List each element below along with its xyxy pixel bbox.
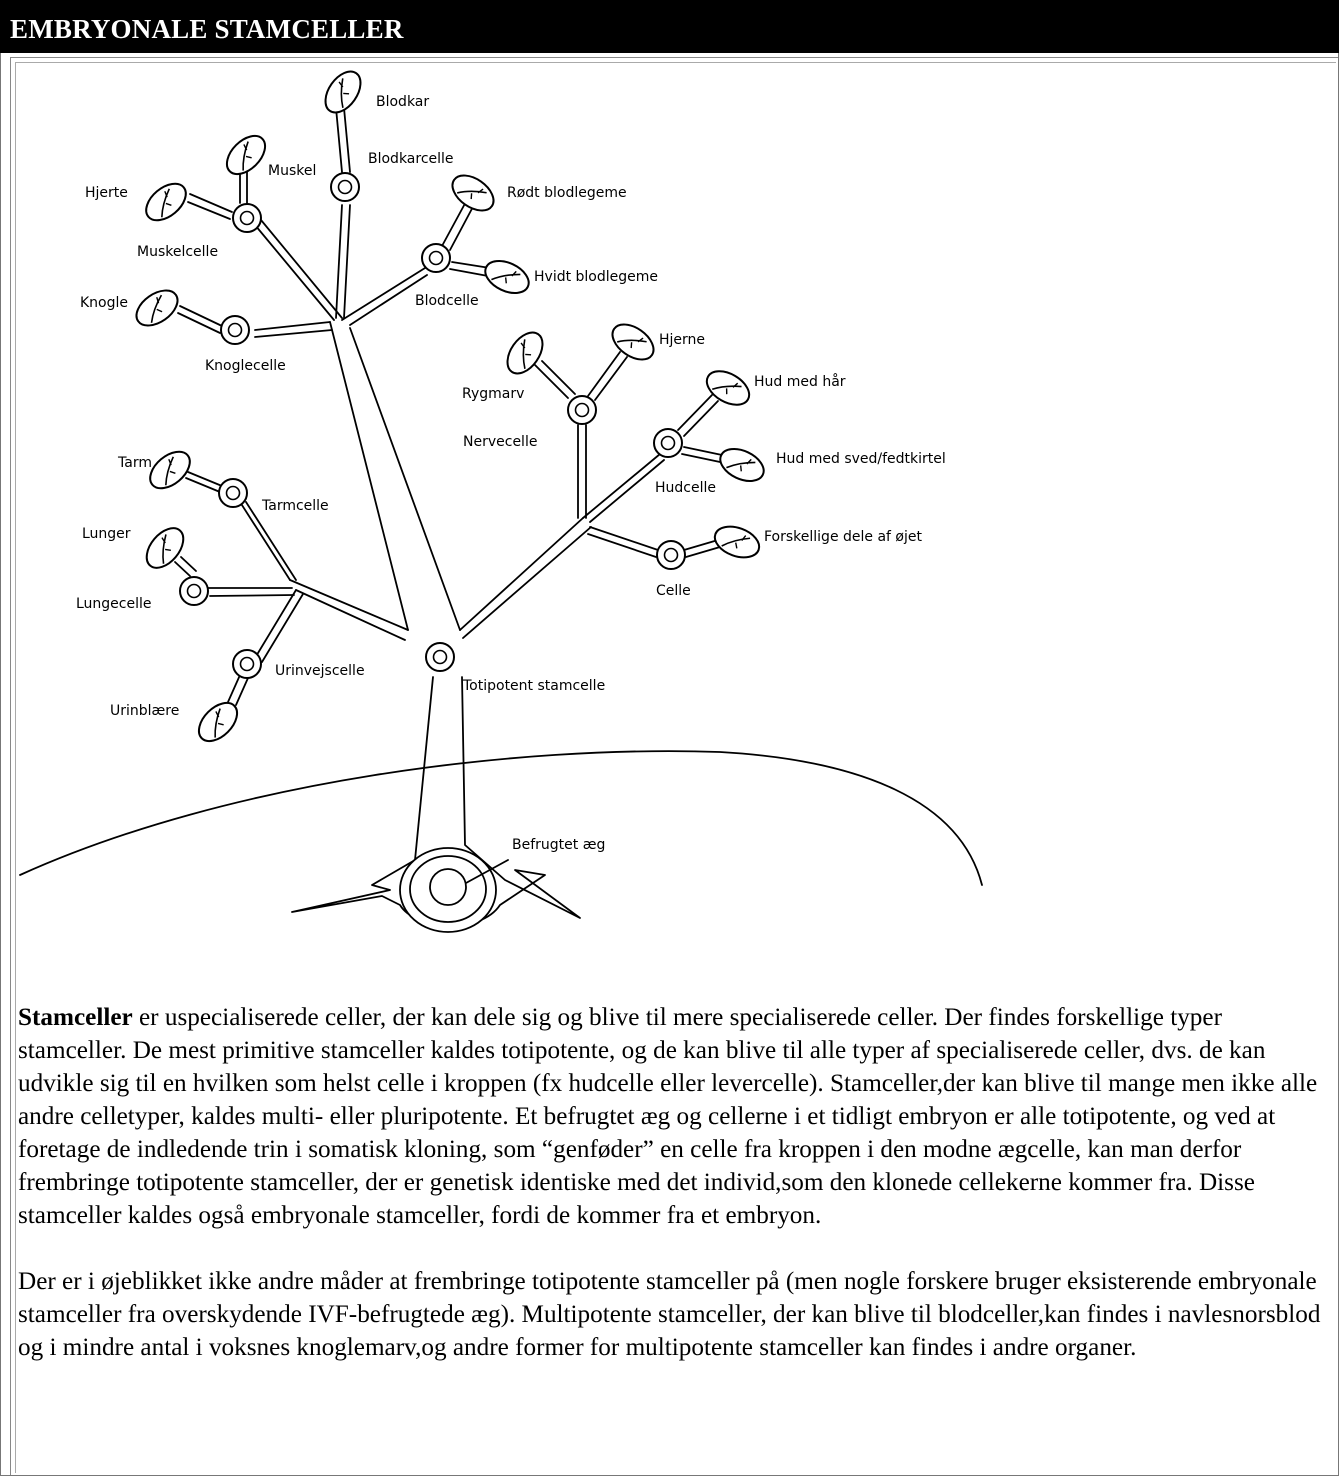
paragraph-1: Stamceller er uspecialiserede celler, de…: [18, 1001, 1336, 1232]
label-hjerte: Hjerte: [85, 185, 128, 201]
label-urinblaere: Urinblære: [110, 703, 179, 719]
fertilized-egg-outer: [399, 847, 497, 933]
cell-celle: [656, 540, 686, 570]
content-cell-border: [10, 57, 1338, 1475]
label-rodt-blodlegeme: Rødt blodlegeme: [507, 185, 627, 201]
ground-line: [19, 750, 983, 886]
cell-blodcelle: [421, 243, 451, 273]
cell-totipotent: [425, 642, 455, 672]
label-blodcelle: Blodcelle: [415, 293, 479, 309]
content-cell-inner-border: [15, 62, 1336, 1473]
article-body: Stamceller er uspecialiserede celler, de…: [18, 1001, 1336, 1364]
label-hud-med-sved: Hud med sved/fedtkirtel: [776, 451, 946, 467]
label-tarm: Tarm: [117, 455, 152, 471]
label-celle: Celle: [656, 583, 691, 599]
label-tarmcelle: Tarmcelle: [261, 498, 329, 514]
leaf-muskel: [218, 127, 274, 183]
label-rygmarv: Rygmarv: [462, 386, 524, 402]
label-befrugtet-aeg: Befrugtet æg: [512, 837, 605, 853]
label-hjerne: Hjerne: [659, 332, 705, 348]
cell-urinvejscelle: [232, 649, 262, 679]
paragraph-2: Der er i øjeblikket ikke andre måder at …: [18, 1268, 1321, 1361]
title-bar: EMBRYONALE STAMCELLER: [0, 0, 1339, 53]
paragraph-1-text: er uspecialiserede celler, der kan dele …: [18, 1004, 1318, 1229]
cell-nervecelle: [567, 395, 597, 425]
label-totipotent: Totipotent stamcelle: [462, 678, 605, 694]
label-blodkarcelle: Blodkarcelle: [368, 151, 454, 167]
leaf-blodkar: [317, 64, 369, 120]
leaf-hud-med-sved: [714, 441, 770, 489]
page-title: EMBRYONALE STAMCELLER: [10, 14, 404, 44]
leaf-hjerte: [138, 175, 194, 229]
label-nervecelle: Nervecelle: [463, 434, 537, 450]
cell-tarmcelle: [218, 478, 248, 508]
label-muskelcelle: Muskelcelle: [137, 244, 218, 260]
leaf-hvidt-blodlegeme: [479, 253, 535, 301]
cell-knoglecelle: [220, 315, 250, 345]
fertilized-egg-nucleus: [429, 868, 467, 906]
fertilized-egg-middle: [409, 855, 487, 923]
label-lunger: Lunger: [82, 526, 131, 542]
cell-blodkarcelle: [330, 172, 360, 202]
label-muskel: Muskel: [268, 163, 316, 179]
label-hud-med-har: Hud med hår: [754, 373, 846, 390]
leaf-knogle: [129, 282, 185, 334]
label-forskellige-dele: Forskellige dele af øjet: [764, 529, 922, 545]
label-knogle: Knogle: [80, 295, 128, 311]
leaf-hud-med-har: [700, 363, 756, 413]
leaf-rodt-blodlegeme: [445, 167, 501, 219]
leaf-forskellige-dele: [709, 519, 765, 565]
cell-lungecelle: [179, 576, 209, 606]
term-stamceller: Stamceller: [18, 1004, 133, 1031]
label-urinvejscelle: Urinvejscelle: [275, 663, 365, 679]
label-hudcelle: Hudcelle: [655, 480, 716, 496]
label-blodkar: Blodkar: [376, 94, 429, 110]
stem-cell-tree-diagram: Blodkar Blodkarcelle Muskel Hjerte Muske…: [19, 64, 983, 933]
cell-hudcelle: [653, 428, 683, 458]
label-lungecelle: Lungecelle: [76, 596, 152, 612]
leaf-lunger: [138, 520, 192, 576]
label-hvidt-blodlegeme: Hvidt blodlegeme: [534, 269, 658, 285]
label-knoglecelle: Knoglecelle: [205, 358, 286, 374]
cell-muskelcelle: [232, 203, 262, 233]
